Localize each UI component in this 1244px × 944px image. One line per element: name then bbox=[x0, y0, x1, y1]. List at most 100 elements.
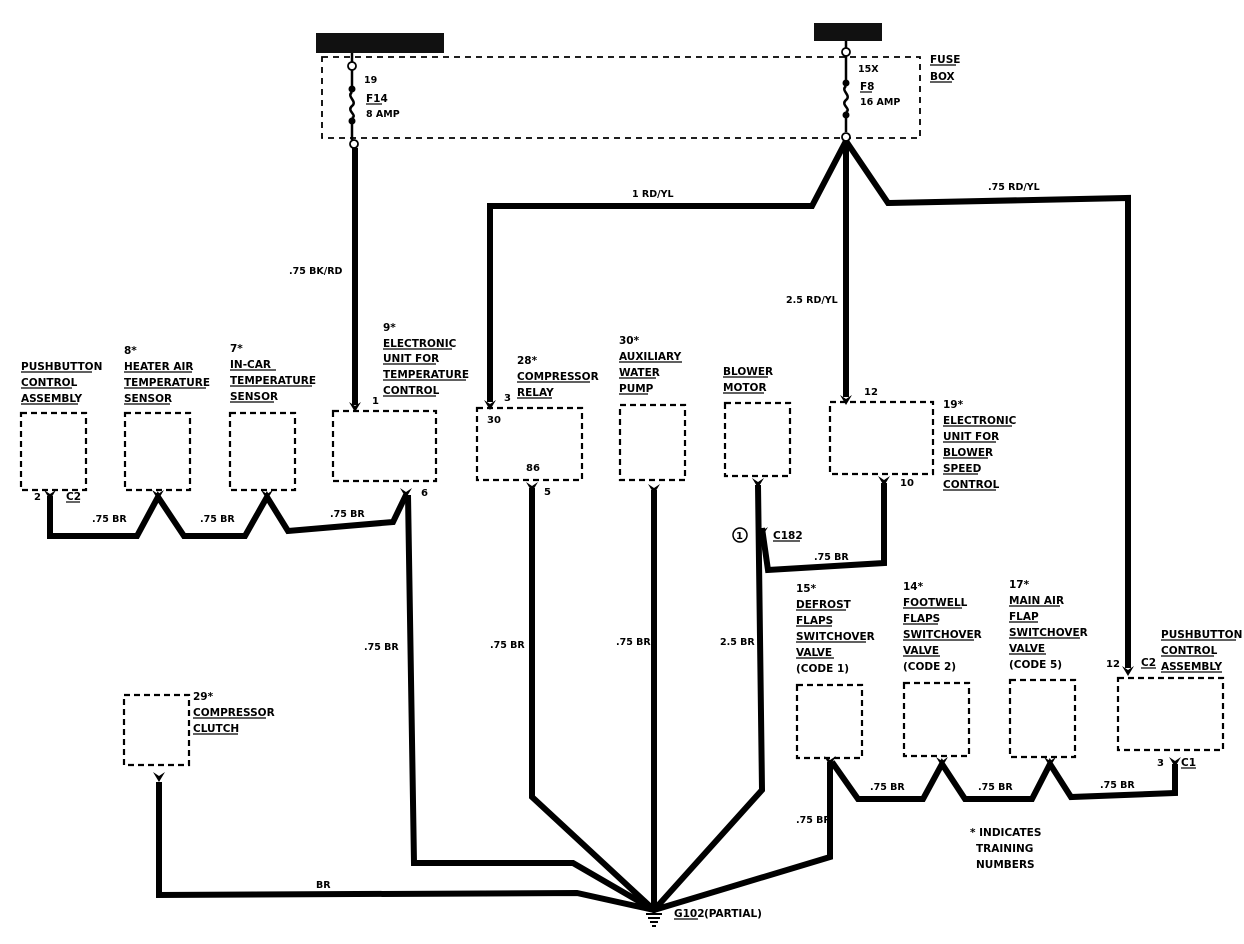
pushbutton-right-pin-top: 12 bbox=[1106, 659, 1120, 670]
wire-label-br-10: .75 BR bbox=[978, 782, 1013, 793]
mainair-line2: FLAP bbox=[1009, 611, 1039, 623]
fuse-box-label-1: FUSE bbox=[930, 54, 960, 66]
ground-symbol bbox=[646, 905, 662, 927]
footwell-line5: (CODE 2) bbox=[903, 661, 956, 673]
temp-unit-box bbox=[331, 409, 438, 483]
blower-unit-line3: BLOWER bbox=[943, 447, 993, 459]
pump-line1: AUXILIARY bbox=[619, 351, 682, 363]
mainair-line4: VALVE bbox=[1009, 643, 1045, 655]
blower-unit-line5: CONTROL bbox=[943, 479, 1000, 491]
clutch-line2: CLUTCH bbox=[193, 723, 239, 735]
fuse-f14 bbox=[347, 53, 359, 149]
connector-c182-marker-circle bbox=[732, 527, 748, 543]
incar-sensor-line3: SENSOR bbox=[230, 391, 278, 403]
pushbutton-left-line3: ASSEMBLY bbox=[21, 393, 82, 405]
wire-rd-yl-1 bbox=[487, 139, 849, 402]
wire-br-right-chain bbox=[653, 762, 833, 913]
blower-unit-line4: SPEED bbox=[943, 463, 982, 475]
wire-label-br-8: .75 BR bbox=[796, 815, 831, 826]
pump-number: 30* bbox=[619, 335, 640, 347]
footwell-line2: FLAPS bbox=[903, 613, 940, 625]
ground-suffix: (PARTIAL) bbox=[704, 908, 762, 920]
wire-br-relay-ground bbox=[529, 488, 657, 913]
footwell-line4: VALVE bbox=[903, 645, 939, 657]
blower-motor-line2: MOTOR bbox=[723, 382, 767, 394]
footwell-number: 14* bbox=[903, 581, 924, 593]
power-source-left-redacted bbox=[316, 33, 444, 53]
relay-line2: RELAY bbox=[517, 387, 554, 399]
fuse-f8-terminal: 15X bbox=[858, 64, 879, 75]
fuse-f14-rating: 8 AMP bbox=[366, 109, 400, 120]
fuse-f14-terminal: 19 bbox=[364, 75, 377, 86]
clutch-number: 29* bbox=[193, 691, 214, 703]
note-line2: TRAINING bbox=[976, 843, 1033, 855]
wire-label-rd-yl-1: 1 RD/YL bbox=[632, 189, 674, 200]
incar-sensor-line2: TEMPERATURE bbox=[230, 375, 316, 387]
wire-br-clutch-ground bbox=[156, 782, 655, 913]
connector-marks bbox=[44, 395, 1181, 782]
heater-sensor-number: 8* bbox=[124, 345, 137, 357]
pushbutton-right-connector-top: C2 bbox=[1141, 657, 1156, 669]
defrost-line2: FLAPS bbox=[796, 615, 833, 627]
pump-line3: PUMP bbox=[619, 383, 654, 395]
wire-label-br-11: .75 BR bbox=[1100, 780, 1135, 791]
mainair-line3: SWITCHOVER bbox=[1009, 627, 1088, 639]
wire-br-valve-chain bbox=[829, 757, 1178, 802]
blower-motor-line1: BLOWER bbox=[723, 366, 773, 378]
heater-sensor-box bbox=[123, 411, 192, 492]
incar-sensor-box bbox=[228, 411, 297, 492]
note-line1: * INDICATES bbox=[970, 827, 1041, 839]
mainair-line5: (CODE 5) bbox=[1009, 659, 1062, 671]
blower-unit-number: 19* bbox=[943, 399, 964, 411]
wire-br-left-chain bbox=[47, 491, 409, 539]
wire-label-br-12: BR bbox=[316, 880, 331, 891]
blower-unit-line2: UNIT FOR bbox=[943, 431, 999, 443]
temp-unit-line4: CONTROL bbox=[383, 385, 440, 397]
power-source-right-redacted bbox=[814, 23, 882, 41]
blower-motor-box bbox=[723, 401, 792, 478]
water-pump-box bbox=[618, 403, 687, 482]
ground-name: G102 bbox=[674, 908, 705, 920]
pushbutton-left-line1: PUSHBUTTON bbox=[21, 361, 102, 373]
wire-label-br-7: .75 BR bbox=[814, 552, 849, 563]
relay-inner-top: 30 bbox=[487, 415, 501, 426]
connector-c182-name: C182 bbox=[773, 530, 803, 542]
mainair-valve-box bbox=[1008, 678, 1077, 759]
heater-sensor-line2: TEMPERATURE bbox=[124, 377, 210, 389]
wire-br-blower-unit bbox=[759, 483, 887, 574]
fuse-f8 bbox=[841, 41, 851, 142]
pushbutton-left-box bbox=[19, 411, 88, 492]
fuse-f8-rating: 16 AMP bbox=[860, 97, 900, 108]
wire-label-br-5: .75 BR bbox=[490, 640, 525, 651]
defrost-number: 15* bbox=[796, 583, 817, 595]
temp-unit-pin-bottom: 6 bbox=[421, 488, 428, 499]
defrost-valve-box bbox=[795, 683, 864, 760]
wire-label-br-4: .75 BR bbox=[364, 642, 399, 653]
pushbutton-right-line2: CONTROL bbox=[1161, 645, 1218, 657]
compressor-relay-box bbox=[475, 406, 584, 482]
wire-label-bk-rd: .75 BK/RD bbox=[289, 266, 343, 277]
pushbutton-right-connector-bottom: C1 bbox=[1181, 757, 1196, 769]
fuse-box-outline bbox=[321, 56, 921, 139]
wire-br25-blower-ground bbox=[651, 484, 766, 913]
pushbutton-right-box bbox=[1116, 676, 1225, 752]
temp-unit-number: 9* bbox=[383, 322, 396, 334]
fuse-f14-name: F14 bbox=[366, 93, 388, 105]
defrost-line5: (CODE 1) bbox=[796, 663, 849, 675]
mainair-line1: MAIN AIR bbox=[1009, 595, 1064, 607]
blower-unit-box bbox=[828, 400, 935, 476]
mainair-number: 17* bbox=[1009, 579, 1030, 591]
note-line3: NUMBERS bbox=[976, 859, 1035, 871]
wire-label-br-3: .75 BR bbox=[330, 509, 365, 520]
footwell-line3: SWITCHOVER bbox=[903, 629, 982, 641]
blower-unit-pin-bottom: 10 bbox=[900, 478, 914, 489]
fuse-f8-name: F8 bbox=[860, 81, 874, 93]
wire-label-br-9: .75 BR bbox=[870, 782, 905, 793]
relay-pin-top: 3 bbox=[504, 393, 511, 404]
defrost-line4: VALVE bbox=[796, 647, 832, 659]
footwell-valve-box bbox=[902, 681, 971, 758]
wire-label-br-1: .75 BR bbox=[92, 514, 127, 525]
wire-label-rd-yl-25: 2.5 RD/YL bbox=[786, 295, 838, 306]
incar-sensor-number: 7* bbox=[230, 343, 243, 355]
